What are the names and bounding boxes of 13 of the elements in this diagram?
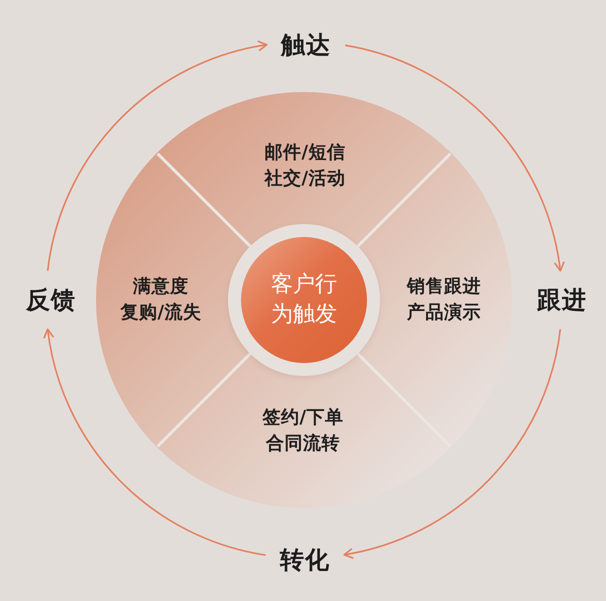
stage-label: 转化	[280, 545, 330, 575]
cycle-arrow	[343, 329, 562, 558]
cycle-arrow	[46, 41, 268, 271]
stage-label: 跟进	[537, 285, 587, 315]
segment-label: 销售跟进 产品演示	[407, 274, 481, 326]
stage-label: 反馈	[26, 285, 76, 315]
center-label: 客户行为触发	[270, 271, 338, 329]
segment-label: 签约/下单 合同流转	[262, 405, 344, 457]
cycle-arrow	[44, 328, 266, 556]
cycle-arrow	[345, 44, 564, 272]
segment-label: 满意度 复购/流失	[120, 274, 202, 326]
segment-label: 邮件/短信 社交/活动	[264, 140, 346, 192]
stage-label: 触达	[281, 30, 331, 60]
